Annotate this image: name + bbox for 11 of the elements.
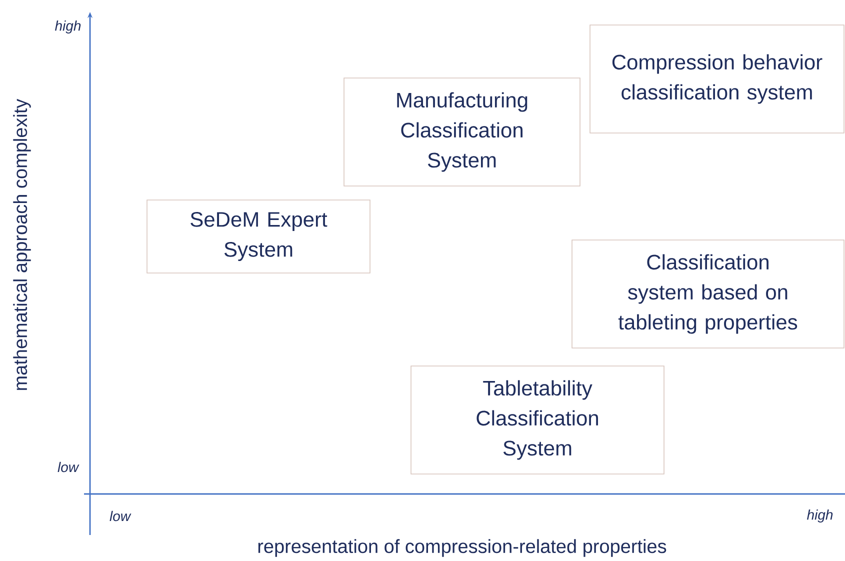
axis-tick-label: high [807, 509, 833, 523]
axis-tick-label: low [110, 510, 132, 522]
text-box: Manufacturing Classification System [344, 78, 580, 186]
axis-title: representation of compression-related properties [258, 539, 666, 557]
text-box: Tabletability Classification System [410, 366, 664, 474]
text-box: Compression behavior classification system [590, 24, 844, 134]
axis-tick-label: high [55, 20, 81, 34]
text-box: Classification system based on tableting properties [572, 240, 844, 348]
axis-title: mathematical approach complexity [13, 98, 31, 390]
axis-tick-label: low [58, 462, 80, 472]
text-box: SeDeM Expert System [146, 200, 370, 274]
